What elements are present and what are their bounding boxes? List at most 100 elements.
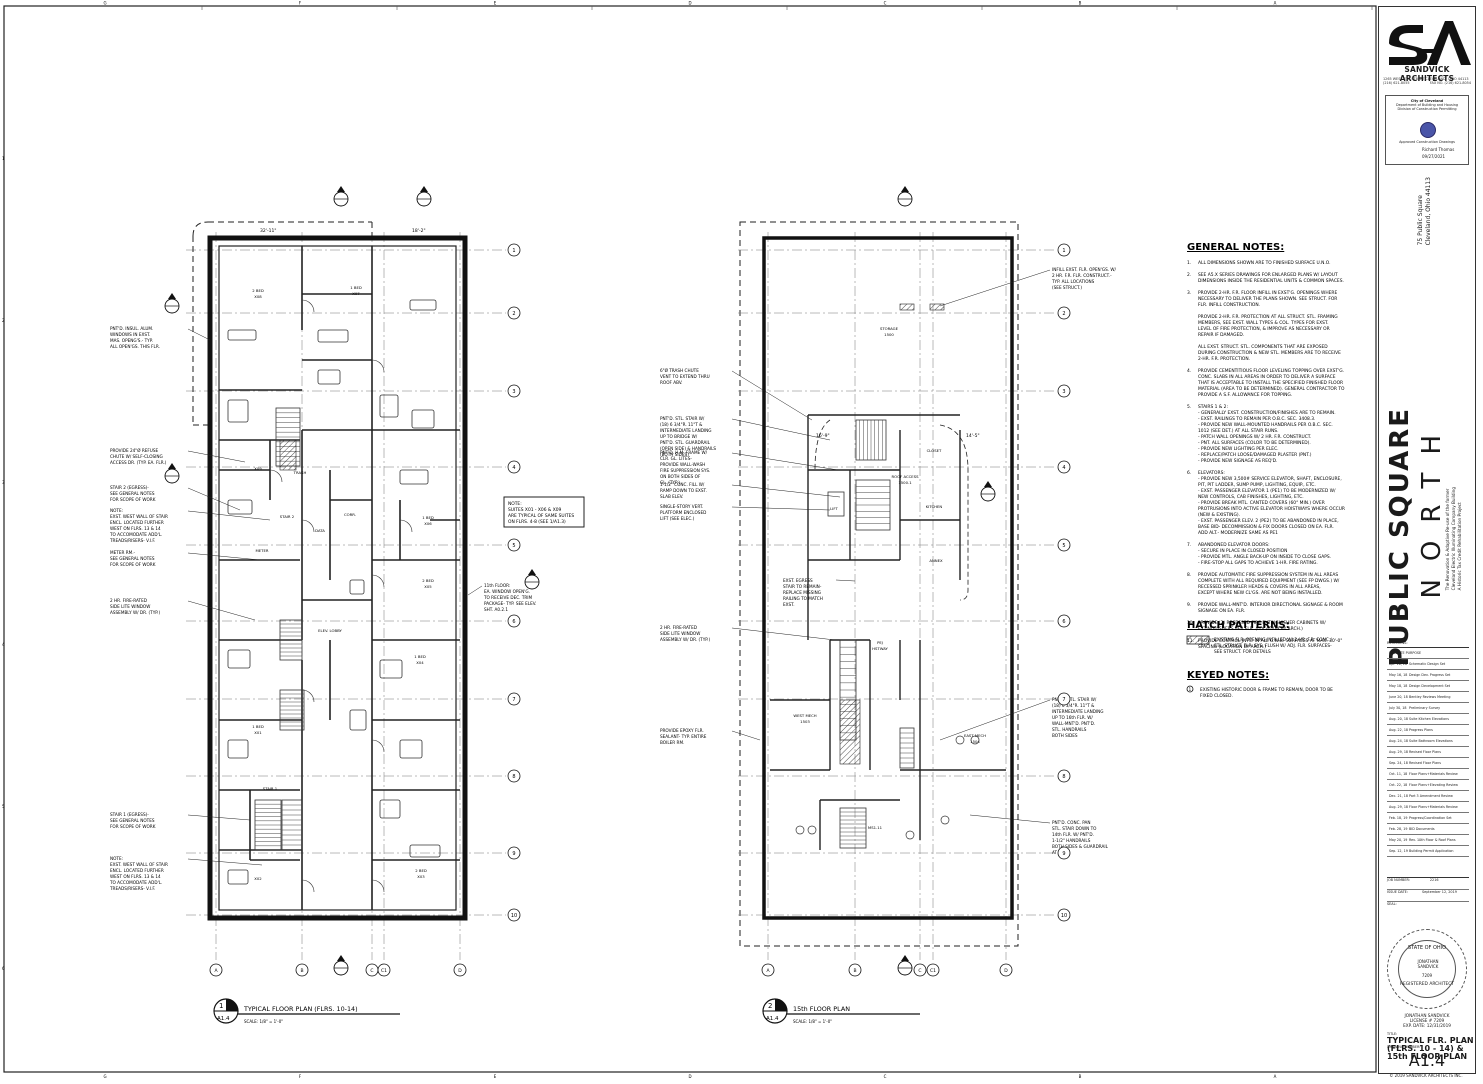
- grid-bubble-row: [1057, 614, 1071, 628]
- grid-bubble-row: [1057, 460, 1071, 474]
- fixture: [349, 709, 367, 731]
- revision-date: May 18, 18: [1389, 684, 1408, 688]
- plan2-note-line: RAILING TO MATCH: [783, 596, 823, 601]
- grid-row-label: 10: [511, 913, 517, 919]
- revision-date: Aug. 24, 18: [1389, 739, 1409, 743]
- plan2-scale: SCALE: 1/8" = 1'-0": [793, 1019, 832, 1024]
- boxed-note-line: ARE TYPICAL OF SAME SUITES: [508, 513, 574, 519]
- plan1-leader-line: [187, 552, 261, 561]
- revision-date: Oct. 11, 18: [1389, 772, 1408, 776]
- general-note-number: 9.: [1187, 602, 1191, 608]
- revision-date: Sep. 24, 18: [1389, 761, 1408, 765]
- general-note-line: DURING CONSTRUCTION & NEW STL. MEMBERS A…: [1198, 350, 1341, 356]
- revisions-label: REVISIONS:: [1387, 641, 1408, 645]
- grid-row-label: 10: [1061, 913, 1067, 919]
- grid-row-label: 9: [1062, 851, 1065, 857]
- plan1-note-line: PNT'D. INSUL. ALUM.: [110, 326, 153, 331]
- plan1-leader-line: [187, 328, 211, 341]
- plan2-note-line: (SEE STRUCT.): [1052, 285, 1082, 290]
- seal-state: STATE OF OHIO: [1407, 945, 1447, 951]
- plan1-room-label: ELEV. LOBBY: [318, 628, 342, 633]
- fixture: [379, 394, 399, 418]
- general-note-line: MEMBERS, SEE EXST. WALL TYPES & COL. TYP…: [1198, 320, 1328, 326]
- general-note-line: - PROVIDE BREAK MTL. CANTED COVERS (60° …: [1198, 500, 1325, 506]
- plan2-room-label: STORAGE: [880, 326, 899, 331]
- general-note-line: PROVIDE WALL-MNT'D. INTERIOR DIRECTIONAL…: [1198, 602, 1343, 608]
- border-grid-letter: D: [688, 1, 691, 6]
- grid-bubble-row: [1057, 692, 1071, 706]
- equipment-icon: [905, 830, 915, 840]
- plan1-note-line: EXST. WEST WALL OF STAIR: [110, 862, 168, 867]
- plan2-note-line: ASSEMBLY W/ DR. (TYP.): [660, 637, 710, 642]
- revision-purpose: Preliminary Survey: [1409, 706, 1441, 710]
- fixture: [227, 499, 253, 515]
- plan2-note-line: SIDE LITE WINDOW: [660, 631, 700, 636]
- project-address-line: Cleveland, Ohio 44113: [1425, 177, 1432, 246]
- plan2-note-line: SLAB ELEV.: [660, 494, 683, 499]
- border-grid-letter: B: [1079, 1, 1082, 6]
- plan1-note-line: ENCL. LOCATED FURTHER: [110, 868, 164, 873]
- approval-reviewer: Richard Thomas: [1422, 147, 1455, 152]
- job-number-row: JOB NUMBER:2216: [1387, 878, 1469, 890]
- plan1-note-line: METER RM.-: [110, 550, 136, 555]
- hatch-text-line: SEE STRUCT. FOR DETAILS: [1214, 649, 1271, 655]
- plan2-note-line: INFILL EXST. FLR. OPEN'GS. W/: [1052, 267, 1117, 272]
- plan2-leader-line: [731, 484, 841, 498]
- general-note-line: - PATCH WALL OPENINGS W/ 2 HR. F.R. CONS…: [1198, 434, 1311, 440]
- plan2-note-line: STL. HANDRAILS: [1052, 727, 1087, 732]
- plan2-room-label: HSTWAY: [872, 646, 888, 651]
- revision-date: Apr. 16, 18: [1389, 662, 1407, 666]
- plan1-note-line: SEE GENERAL NOTES: [110, 818, 155, 823]
- border-grid-letter: C: [884, 1, 887, 6]
- general-notes-heading: GENERAL NOTES:: [1187, 242, 1284, 253]
- fixture: [379, 799, 401, 819]
- plan1-note-line: WINDOWS IN EXST.: [110, 332, 150, 337]
- plan2-room-label: ROOF ACCESS: [891, 474, 919, 479]
- keyed-note-marker: [1186, 685, 1194, 693]
- plan1-room-label: X03: [417, 874, 425, 879]
- border-grid-letter: G: [103, 1, 106, 6]
- grid-bubble-col: [453, 963, 467, 977]
- general-note-number: 4.: [1187, 368, 1191, 374]
- project-address: 75 Public Square Cleveland, Ohio 44113: [1417, 177, 1433, 245]
- grid-bubble-col: [913, 963, 927, 977]
- firm-address-line: 1265 WEST 6TH STREET CLEVELAND, OHIO 441…: [1383, 77, 1469, 81]
- grid-bubble-col: [926, 963, 940, 977]
- plan2-grid-lines: [738, 232, 1056, 960]
- equipment-icon: [807, 825, 817, 835]
- plan2-room-label: WEST MECH: [793, 713, 816, 718]
- plan2-title: 15th FLOOR PLAN: [793, 1005, 850, 1013]
- plan2-note-line: 6"Ø TRASH CHUTE: [660, 368, 699, 373]
- plan2-note-line: INTERMEDIATE LANDING: [660, 428, 712, 433]
- revision-purpose: Part 3 Amendment Review: [1409, 794, 1453, 798]
- border-grid-letter: E: [494, 1, 497, 6]
- plan2-note-line: 14th FLR. W/ PNT'D.: [1052, 832, 1094, 837]
- plan2-note-line: PNT'D. STL. STAIR W/: [1052, 697, 1097, 702]
- sandvick-logo: [1389, 21, 1471, 65]
- approval-date: 09/27/2021: [1422, 154, 1446, 159]
- general-note-line: - PROVIDE NEW WALL-MOUNTED HANDRAILS PER…: [1198, 422, 1333, 428]
- plan1-room-label: X05: [424, 584, 432, 589]
- door-swing: [371, 359, 385, 373]
- grid-bubble-row: [507, 538, 521, 552]
- general-note-number: 7.: [1187, 542, 1191, 548]
- keyed-notes: KEYED NOTES: 1 EXISTING HISTORIC DOOR & …: [1186, 670, 1333, 699]
- plan2-note-line: ROOF ABV.: [660, 380, 683, 385]
- plan2-note-line: SINGLE-STORY VERT.: [660, 504, 703, 509]
- general-note-line: - EXST. RAILINGS TO REMAIN PER O.B.C. SE…: [1198, 416, 1315, 422]
- plan1-dimension: 32'-11": [260, 228, 276, 234]
- plan2-leader-line: [731, 627, 836, 641]
- revision-date: Feb. 28, 19: [1389, 827, 1408, 831]
- seal-registered: REGISTERED ARCHITECT: [1399, 982, 1455, 987]
- plan1-leader-line: [187, 600, 256, 621]
- plan1-leader-line: [467, 585, 483, 596]
